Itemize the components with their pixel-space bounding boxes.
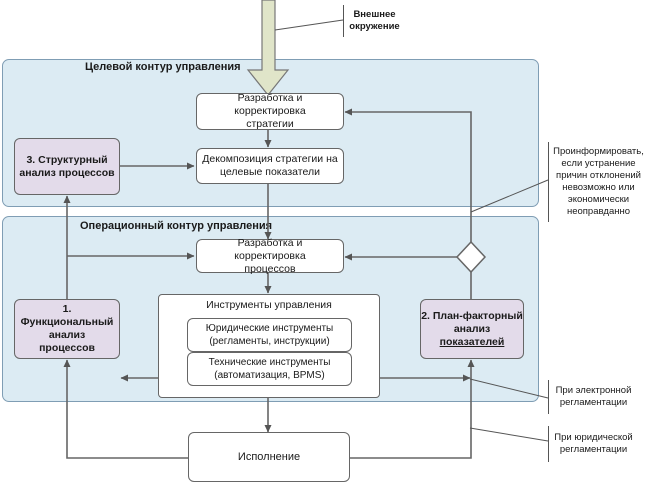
- process-development-box: Разработка и корректировка процессов: [196, 236, 344, 275]
- functional-analysis-line-3: процессов: [39, 342, 95, 354]
- inform-note-line-1: Проинформировать,: [553, 146, 644, 157]
- plan-fact-analysis-line-3: показателей: [439, 335, 505, 348]
- process-development-label: Разработка и корректировка процессов: [234, 236, 306, 275]
- strategy-development-label: Разработка и корректировка стратегии: [234, 92, 306, 130]
- legal-regulation-line-1: При юридической: [554, 432, 633, 443]
- strategy-decomposition-box: Декомпозиция стратегии на целевые показа…: [196, 148, 344, 184]
- plan-fact-analysis-line-1: 2. План-фактoрный: [421, 309, 523, 322]
- strategy-decomposition-label: Декомпозиция стратегии на целевые показа…: [202, 153, 338, 178]
- external-environment-line-2: окружение: [349, 21, 400, 32]
- electronic-regulation-line-2: регламентации: [559, 397, 628, 408]
- inform-note-line-4: невозможно или: [562, 182, 635, 193]
- external-environment-line-1: Внешнее: [353, 9, 396, 20]
- functional-analysis-line-1: 1. Функциональный: [20, 303, 114, 328]
- legal-tools-label: Юридические инструменты (регламенты, инс…: [205, 323, 334, 347]
- technical-tools-label: Технические инструменты (автоматизация, …: [208, 357, 331, 381]
- inform-note: Проинформировать, если устранение причин…: [548, 142, 648, 222]
- operational-contour-title: Операционный контур управления: [80, 220, 273, 232]
- inform-note-line-5: экономически: [567, 194, 630, 205]
- execution-box: Исполнение: [188, 432, 350, 482]
- structural-analysis-box: 3. Структурный анализ процессов: [14, 138, 120, 195]
- electronic-regulation-note: При электронной регламентации: [548, 380, 638, 414]
- structural-analysis-line-1: 3. Структурный: [26, 153, 108, 166]
- target-contour-title: Целевой контур управления: [85, 61, 241, 73]
- electronic-regulation-line-1: При электронной: [555, 385, 632, 396]
- functional-analysis-box: 1. Функциональный анализ процессов: [14, 299, 120, 359]
- legal-tools-box: Юридические инструменты (регламенты, инс…: [187, 318, 352, 352]
- technical-tools-box: Технические инструменты (автоматизация, …: [187, 352, 352, 386]
- management-tools-title: Инструменты управления: [206, 299, 332, 311]
- plan-fact-analysis-box: 2. План-фактoрный анализ показателей: [420, 299, 524, 359]
- execution-label: Исполнение: [237, 450, 301, 463]
- strategy-development-box: Разработка и корректировка стратегии: [196, 92, 344, 130]
- inform-note-line-3: причин отклонений: [556, 170, 641, 181]
- legal-regulation-line-2: регламентации: [559, 444, 628, 455]
- inform-note-line-2: если устранение: [561, 158, 636, 169]
- legal-regulation-note: При юридической регламентации: [548, 426, 638, 462]
- external-environment-note: Внешнее окружение: [343, 5, 405, 37]
- functional-analysis-line-2: анализ: [48, 329, 86, 341]
- inform-note-line-6: неоправданно: [566, 206, 631, 217]
- plan-fact-analysis-line-2: анализ: [453, 322, 491, 335]
- structural-analysis-line-2: анализ процессов: [19, 166, 115, 179]
